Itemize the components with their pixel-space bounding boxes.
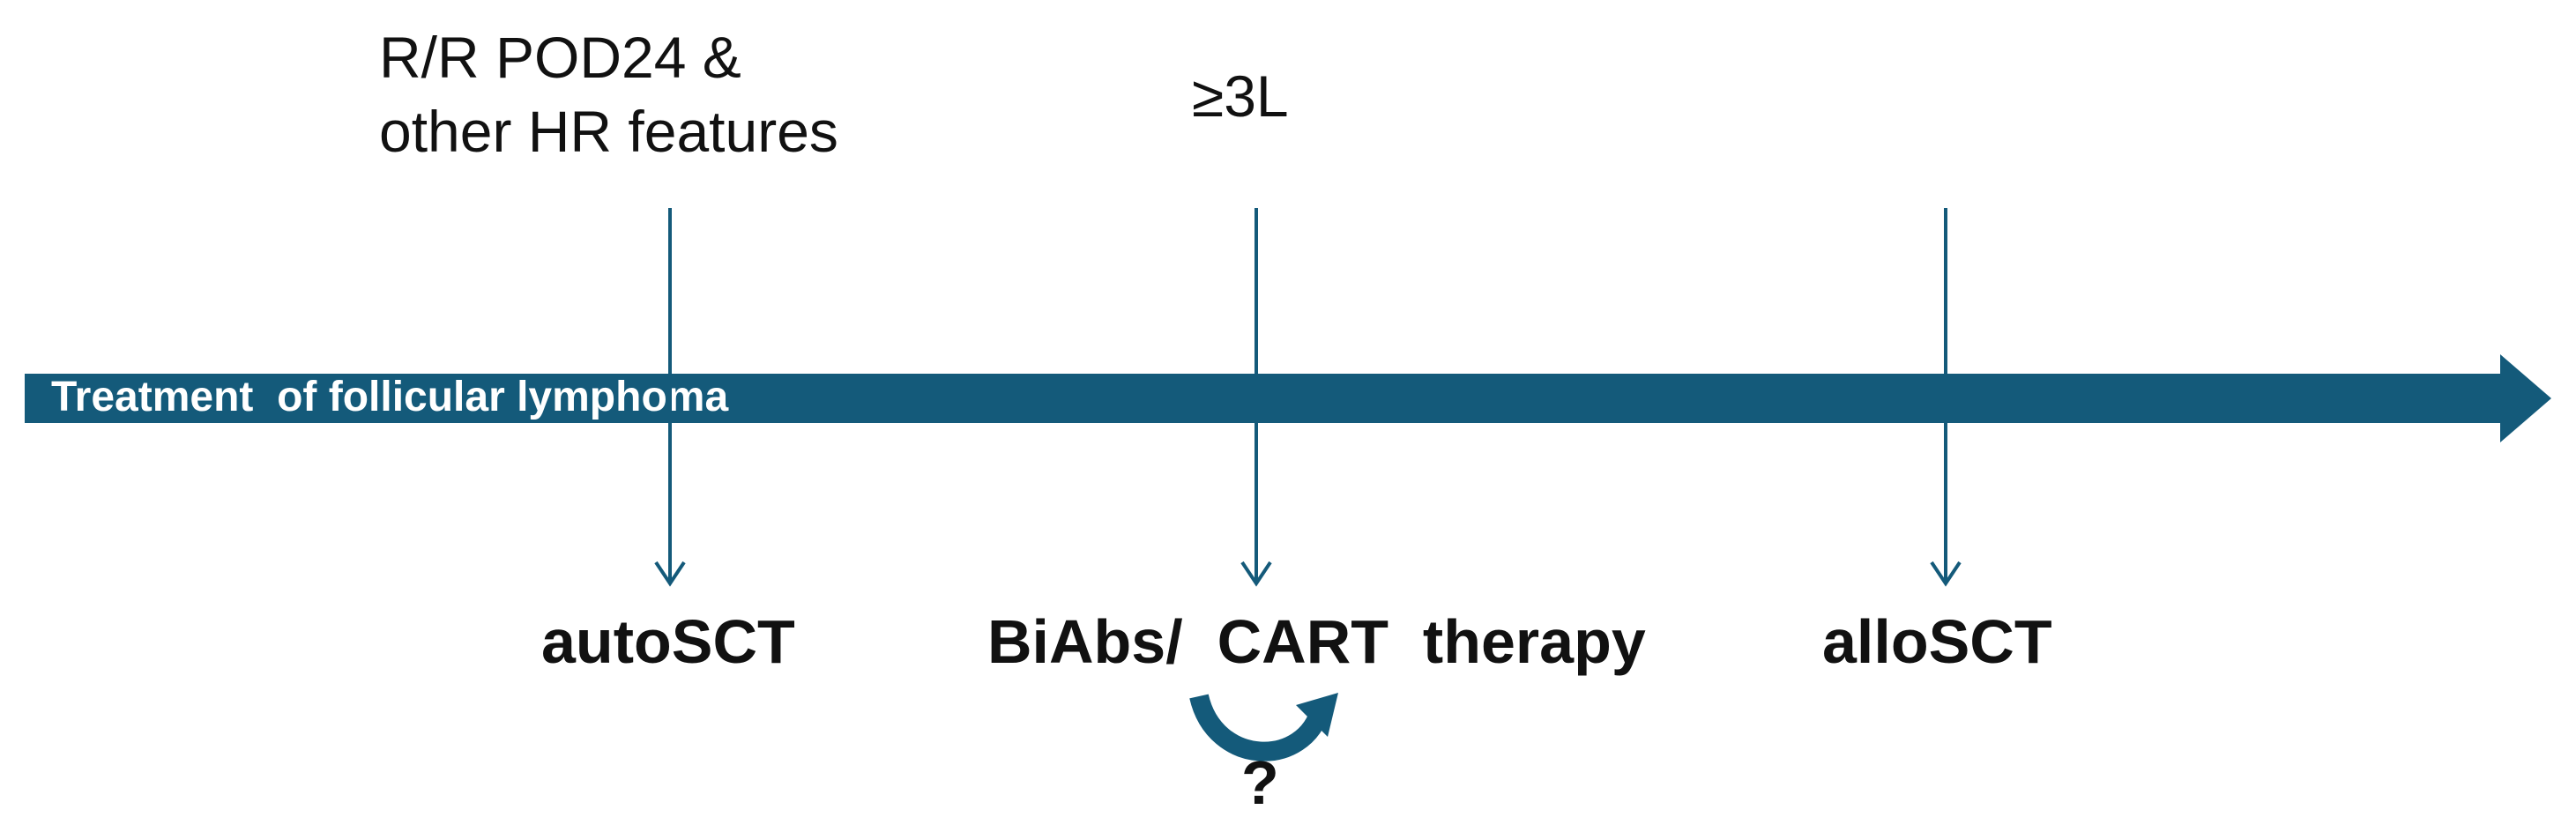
sequence-curve-arrow — [1189, 693, 1338, 761]
therapy-label-autosct: autoSCT — [541, 607, 795, 676]
arrow-biabs-cart — [1240, 208, 1272, 587]
timeline-label: Treatment of follicular lymphoma — [51, 374, 728, 420]
timeline-arrow — [25, 354, 2551, 442]
arrow-autosct — [654, 208, 686, 587]
indication-label-3l: ≥3L — [1192, 63, 1289, 129]
indication-label-pod24-line1: R/R POD24 & — [379, 25, 741, 90]
timeline-arrowhead — [2500, 354, 2551, 442]
arrow-allosct — [1930, 208, 1962, 587]
therapy-label-allosct: alloSCT — [1822, 607, 2052, 676]
therapy-label-biabs-cart: BiAbs/ CART therapy — [987, 607, 1646, 676]
timeline-bar — [25, 374, 2509, 423]
indication-label-pod24-line2: other HR features — [379, 99, 838, 164]
sequence-question-mark: ? — [1241, 748, 1279, 817]
